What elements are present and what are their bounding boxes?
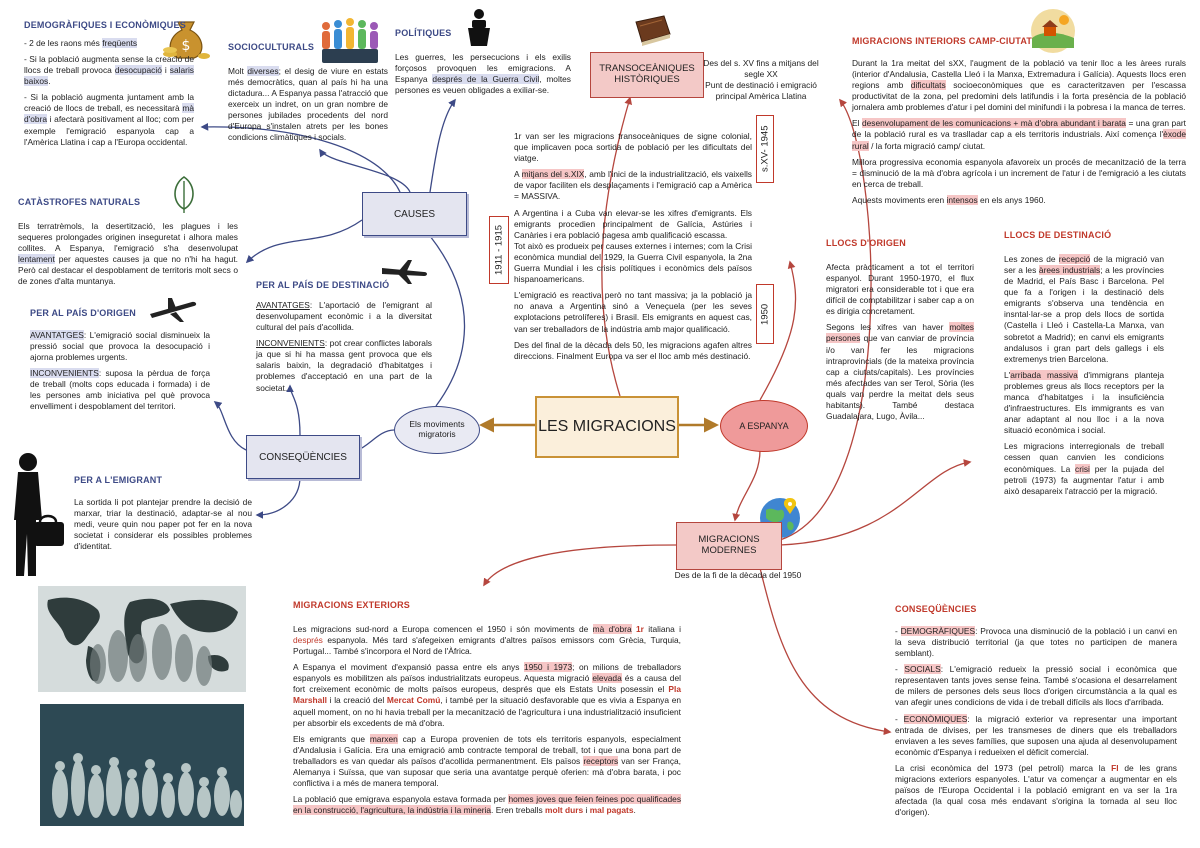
migrants-crowd-photo bbox=[40, 704, 244, 826]
paragraph: La sortida li pot plantejar prendre la d… bbox=[74, 497, 252, 552]
paragraph: Afecta pràcticament a tot el territori e… bbox=[826, 262, 974, 317]
consequences-node: CONSEQÜÈNCIES bbox=[246, 435, 360, 479]
causes-node: CAUSES bbox=[362, 192, 467, 236]
paragraph: Aquests moviments eren intensos en els a… bbox=[852, 195, 1186, 206]
section-title: SOCIOCULTURALS bbox=[228, 42, 388, 54]
for-origin-country: PER AL PAÍS D'ORIGEN AVANTATGES: L'emigr… bbox=[30, 308, 210, 418]
paragraph: La crisi econòmica del 1973 (pel petroli… bbox=[895, 763, 1177, 818]
link-conseq-pemig bbox=[257, 477, 300, 515]
paragraph: Segons les xifres van haver moltes perso… bbox=[826, 322, 974, 422]
sociocultural-causes: SOCIOCULTURALS Molt diverses; el desig d… bbox=[228, 42, 388, 149]
destination-places: LLOCS DE DESTINACIÓ Les zones de recepci… bbox=[1004, 230, 1164, 502]
spain-node: A ESPANYA bbox=[720, 400, 808, 452]
paragraph: INCONVENIENTS: pot crear conflictes labo… bbox=[256, 338, 432, 393]
section-title: PER AL PAÍS D'ORIGEN bbox=[30, 308, 210, 320]
section-title: PER A L'EMIGRANT bbox=[74, 475, 252, 487]
paragraph: AVANTATGES: L'emigració social disminuei… bbox=[30, 330, 210, 363]
causes-label: CAUSES bbox=[394, 209, 435, 220]
link-mov-causes bbox=[430, 236, 465, 406]
link-moder-ext bbox=[484, 545, 676, 585]
transoceanic-side-notes: Des del s. XV fins a mitjans del segle X… bbox=[700, 58, 822, 102]
paragraph: La població que emigrava espanyola estav… bbox=[293, 794, 681, 816]
migratory-movements-label: Els moviments migratoris bbox=[395, 420, 479, 440]
transoceanic-text: 1r van ser les migracions transoceànique… bbox=[514, 131, 752, 367]
timeline-1950-text: 1950 bbox=[760, 303, 771, 324]
transoceanic-label: TRANSOCEÀNIQUES HISTÒRIQUES bbox=[591, 64, 703, 86]
paragraph: - Si la població augmenta juntament amb … bbox=[24, 92, 194, 147]
spain-label: A ESPANYA bbox=[739, 421, 788, 431]
consequences-label: CONSEQÜÈNCIES bbox=[259, 452, 347, 463]
section-title: LLOCS D'ORIGEN bbox=[826, 238, 974, 250]
world-map-crowd-photo bbox=[38, 586, 246, 692]
paragraph: AVANTATGES: L'aportació de l'emigrant al… bbox=[256, 300, 432, 333]
paragraph: Les migracions sud-nord a Europa comence… bbox=[293, 624, 681, 657]
section-title: CONSEQÜÈNCIES bbox=[895, 604, 1177, 616]
paragraph: - ECONÒMIQUES: la migració exterior va r… bbox=[895, 714, 1177, 758]
paragraph: A Argentina i a Cuba van elevar-se les x… bbox=[514, 208, 752, 241]
central-title: LES MIGRACIONS bbox=[538, 418, 676, 436]
for-destination-country: PER AL PAÍS DE DESTINACIÓ AVANTATGES: L'… bbox=[256, 280, 432, 399]
consequences-right: CONSEQÜÈNCIES - DEMOGRÀFIQUES: Provoca u… bbox=[895, 604, 1177, 823]
transoceanic-period: Des del s. XV fins a mitjans del segle X… bbox=[700, 58, 822, 80]
paragraph: L'arribada massiva d'immigrans planteja … bbox=[1004, 370, 1164, 437]
section-title: MIGRACIONS INTERIORS CAMP-CIUTAT bbox=[852, 36, 1186, 48]
paragraph: Els emigrants que marxen cap a Europa pr… bbox=[293, 734, 681, 789]
paragraph: Durant la 1ra meitat del sXX, l'augment … bbox=[852, 58, 1186, 113]
migrant-silhouette bbox=[6, 450, 68, 580]
link-esp-moder bbox=[735, 450, 760, 520]
for-emigrant: PER A L'EMIGRANT La sortida li pot plant… bbox=[74, 475, 252, 557]
section-title: CATÀSTROFES NATURALS bbox=[18, 197, 238, 209]
demographic-economic-causes: DEMOGRÀFIQUES I ECONÒMIQUES - 2 de les r… bbox=[24, 20, 194, 153]
paragraph: - DEMOGRÀFIQUES: Provoca una disminució … bbox=[895, 626, 1177, 659]
places-of-origin: LLOCS D'ORIGEN Afecta pràcticament a tot… bbox=[826, 238, 974, 427]
transoceanic-destination: Punt de destinació i emigració principal… bbox=[700, 80, 822, 102]
link-moder-desti bbox=[780, 462, 970, 545]
book-icon bbox=[632, 12, 674, 48]
link-causes-catas bbox=[247, 220, 362, 262]
link-moder-conseqR bbox=[760, 568, 890, 732]
paragraph: Tot això es produeix per causes externes… bbox=[514, 241, 752, 285]
paragraph: - 2 de les raons més freqüents bbox=[24, 38, 194, 49]
section-title: PER AL PAÍS DE DESTINACIÓ bbox=[256, 280, 432, 292]
link-causes-pol bbox=[430, 100, 455, 192]
paragraph: 1r van ser les migracions transoceànique… bbox=[514, 131, 752, 164]
paragraph: El desenvolupament de les comunicacions … bbox=[852, 118, 1186, 151]
central-node: LES MIGRACIONS bbox=[535, 396, 679, 458]
migratory-movements-node: Els moviments migratoris bbox=[394, 406, 480, 454]
section-title: LLOCS DE DESTINACIÓ bbox=[1004, 230, 1164, 242]
interior-migrations: MIGRACIONS INTERIORS CAMP-CIUTAT Durant … bbox=[852, 36, 1186, 211]
section-title: POLÍTIQUES bbox=[395, 28, 571, 40]
paragraph: Des del final de la dècada dels 50, les … bbox=[514, 340, 752, 362]
paragraph: INCONVENIENTS: suposa la pèrdua de força… bbox=[30, 368, 210, 412]
link-mov-conseq bbox=[358, 430, 394, 450]
modern-migrations-label: MIGRACIONS MODERNES bbox=[677, 535, 781, 557]
timeline-sxv-text: s.XV- 1945 bbox=[760, 126, 771, 172]
paragraph: Els terratrèmols, la desertització, les … bbox=[18, 221, 238, 288]
timeline-label-sxv: s.XV- 1945 bbox=[756, 115, 774, 183]
paragraph: Les zones de recepció de la migració van… bbox=[1004, 254, 1164, 365]
paragraph: Molt diverses; el desig de viure en esta… bbox=[228, 66, 388, 144]
natural-disasters: CATÀSTROFES NATURALS Els terratrèmols, l… bbox=[18, 197, 238, 292]
transoceanic-node: TRANSOCEÀNIQUES HISTÒRIQUES bbox=[590, 52, 704, 98]
political-causes: POLÍTIQUES Les guerres, les persecucions… bbox=[395, 28, 571, 101]
paragraph: L'emigració es reactiva però no tant mas… bbox=[514, 290, 752, 334]
paragraph: A Espanya el moviment d'expansió passa e… bbox=[293, 662, 681, 729]
modern-migrations-node: MIGRACIONS MODERNES bbox=[676, 522, 782, 570]
external-migrations: MIGRACIONS EXTERIORS Les migracions sud-… bbox=[293, 600, 681, 821]
paragraph: Millora progressiva economia espanyola a… bbox=[852, 157, 1186, 190]
timeline-1911-text: 1911 - 1915 bbox=[494, 225, 505, 275]
link-conseq-porig bbox=[215, 402, 246, 450]
paragraph: Les migracions interregionals de treball… bbox=[1004, 441, 1164, 496]
paragraph: - Si la població augmenta sense la creac… bbox=[24, 54, 194, 87]
paragraph: - SOCIALS: L'emigració redueix la pressi… bbox=[895, 664, 1177, 708]
modern-migrations-subtitle: Des de la fi de la dècada del 1950 bbox=[668, 570, 808, 581]
timeline-label-1950: 1950 bbox=[756, 284, 774, 344]
section-title: MIGRACIONS EXTERIORS bbox=[293, 600, 681, 612]
timeline-label-1911: 1911 - 1915 bbox=[489, 216, 509, 284]
paragraph: Les guerres, les persecucions i els exil… bbox=[395, 52, 571, 96]
section-title: DEMOGRÀFIQUES I ECONÒMIQUES bbox=[24, 20, 194, 32]
paragraph: A mitjans del s.XIX, amb l'inici de la i… bbox=[514, 169, 752, 202]
